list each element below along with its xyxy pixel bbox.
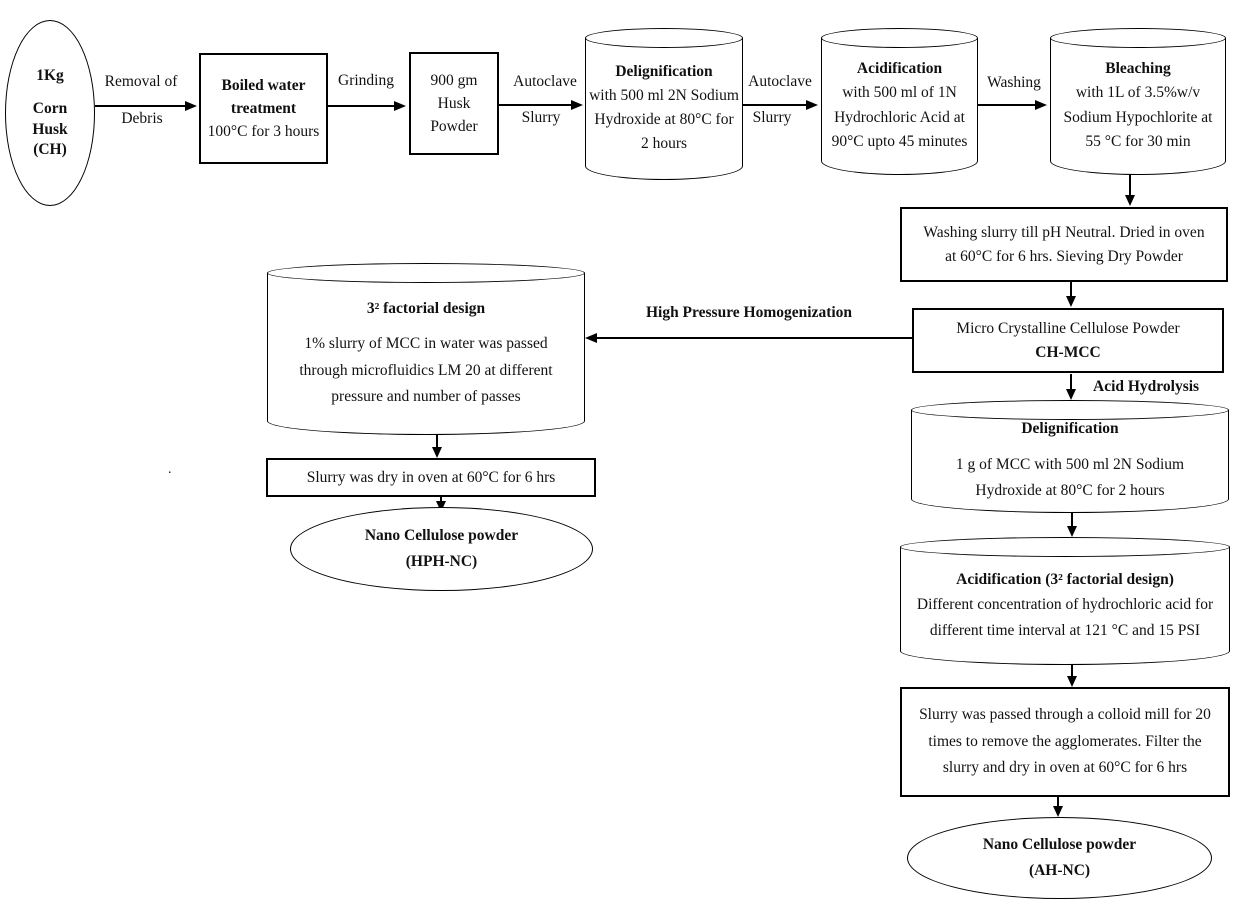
edge-label-debris: Debris	[121, 110, 163, 127]
slurry-dry-body: Slurry was dry in oven at 60°C for 6 hrs	[306, 468, 556, 486]
arrow-factorial-down	[436, 435, 438, 447]
node-ah-nc: Nano Cellulose powder (AH-NC)	[907, 817, 1212, 899]
mcc-line1: Micro Crystalline Cellulose Powder	[956, 320, 1180, 338]
arrow-high-pressure-homogenization	[597, 337, 912, 339]
acidification-2-body-shape	[900, 547, 1230, 665]
corn-husk-line3: Husk	[32, 120, 68, 138]
arrow-delignification-2-down	[1071, 513, 1073, 526]
acidification-2-top-ellipse	[900, 537, 1230, 557]
husk-powder-body: 900 gm Husk Powder	[430, 71, 478, 136]
arrow-colloid-mill-down	[1057, 797, 1059, 806]
arrow-bleaching-down	[1129, 175, 1131, 195]
arrow-autoclave-slurry-2	[743, 104, 806, 106]
bleaching-body: with 1L of 3.5%w/v Sodium Hypochlorite a…	[1063, 84, 1213, 150]
node-colloid-mill: Slurry was passed through a colloid mill…	[900, 687, 1230, 797]
stray-dot: .	[168, 462, 172, 477]
node-slurry-dry: Slurry was dry in oven at 60°C for 6 hrs	[266, 458, 596, 497]
delignification-1-body: with 500 ml 2N Sodium Hydroxide at 80°C …	[589, 86, 739, 153]
delignification-1-title: Delignification	[615, 62, 713, 80]
node-factorial-design: 3² factorial design 1% slurry of MCC in …	[267, 263, 585, 435]
colloid-mill-body: Slurry was passed through a colloid mill…	[919, 706, 1211, 777]
arrow-autoclave-slurry-1	[499, 104, 571, 106]
mcc-line2: CH-MCC	[1035, 343, 1101, 361]
factorial-design-top-ellipse	[267, 263, 585, 283]
arrow-acidification-2-down	[1071, 665, 1073, 676]
delignification-2-top-ellipse	[911, 400, 1229, 420]
delignification-2-title: Delignification	[1021, 420, 1119, 438]
node-delignification-1: Delignification with 500 ml 2N Sodium Hy…	[585, 28, 743, 180]
acidification-1-body: with 500 ml of 1N Hydrochloric Acid at 9…	[831, 84, 968, 150]
bleaching-top-ellipse	[1050, 28, 1226, 48]
factorial-design-title: 3² factorial design	[366, 299, 486, 317]
corn-husk-line4: (CH)	[33, 140, 67, 158]
node-hph-nc: Nano Cellulose powder (HPH-NC)	[290, 507, 593, 591]
ah-nc-line2: (AH-NC)	[1028, 862, 1091, 879]
acidification-2-body: Different concentration of hydrochloric …	[916, 596, 1214, 639]
delignification-2-body: 1 g of MCC with 500 ml 2N Sodium Hydroxi…	[955, 455, 1185, 500]
acidification-1-top-ellipse	[821, 28, 978, 48]
ah-nc-line1: Nano Cellulose powder	[982, 835, 1137, 853]
edge-label-grinding: Grinding	[338, 72, 394, 89]
delignification-1-top-ellipse	[585, 28, 743, 48]
edge-label-slurry-2: Slurry	[752, 109, 792, 126]
edge-label-removal-of: Removal of	[104, 73, 178, 90]
acidification-1-body-shape	[821, 38, 978, 175]
node-husk-powder: 900 gm Husk Powder	[409, 52, 499, 155]
arrow-washing-drying-down	[1070, 282, 1072, 296]
node-delignification-2: Delignification 1 g of MCC with 500 ml 2…	[911, 400, 1229, 513]
edge-label-washing: Washing	[987, 74, 1041, 91]
node-mcc: Micro Crystalline Cellulose Powder CH-MC…	[912, 308, 1224, 373]
arrow-slurry-dry-down	[440, 497, 442, 501]
acidification-1-title: Acidification	[856, 60, 943, 78]
arrow-grinding	[328, 105, 394, 107]
bleaching-body-shape	[1050, 38, 1226, 175]
corn-husk-line2: Corn	[32, 100, 68, 118]
edge-label-autoclave-1: Autoclave	[513, 73, 577, 90]
corn-husk-line1: 1Kg	[36, 67, 64, 85]
node-acidification-1: Acidification with 500 ml of 1N Hydrochl…	[821, 28, 978, 175]
acidification-2-title: Acidification (3² factorial design)	[956, 570, 1174, 588]
delignification-2-body-shape	[911, 410, 1229, 513]
node-bleaching: Bleaching with 1L of 3.5%w/v Sodium Hypo…	[1050, 28, 1226, 175]
arrow-mcc-down	[1070, 374, 1072, 389]
edge-label-slurry-1: Slurry	[521, 109, 561, 126]
node-corn-husk: 1Kg Corn Husk (CH)	[5, 20, 95, 206]
edge-label-acid-hydrolysis: Acid Hydrolysis	[1093, 378, 1200, 395]
boiled-water-title: Boiled water treatment	[221, 76, 306, 117]
factorial-design-body: 1% slurry of MCC in water was passed thr…	[299, 335, 553, 405]
node-boiled-water-treatment: Boiled water treatment 100°C for 3 hours	[199, 53, 328, 164]
bleaching-title: Bleaching	[1105, 60, 1171, 78]
arrow-removal-of-debris	[95, 105, 185, 107]
arrow-washing	[978, 104, 1035, 106]
delignification-1-body-shape	[585, 38, 743, 180]
node-acidification-2: Acidification (3² factorial design) Diff…	[900, 537, 1230, 665]
hph-nc-line1: Nano Cellulose powder	[364, 526, 519, 544]
hph-nc-line2: (HPH-NC)	[405, 553, 478, 570]
edge-label-high-pressure-homogenization: High Pressure Homogenization	[645, 304, 853, 321]
boiled-water-body: 100°C for 3 hours	[207, 123, 320, 141]
node-washing-drying: Washing slurry till pH Neutral. Dried in…	[900, 207, 1228, 282]
washing-drying-body: Washing slurry till pH Neutral. Dried in…	[923, 224, 1205, 265]
factorial-design-body-shape	[267, 273, 585, 435]
edge-label-autoclave-2: Autoclave	[748, 73, 812, 90]
